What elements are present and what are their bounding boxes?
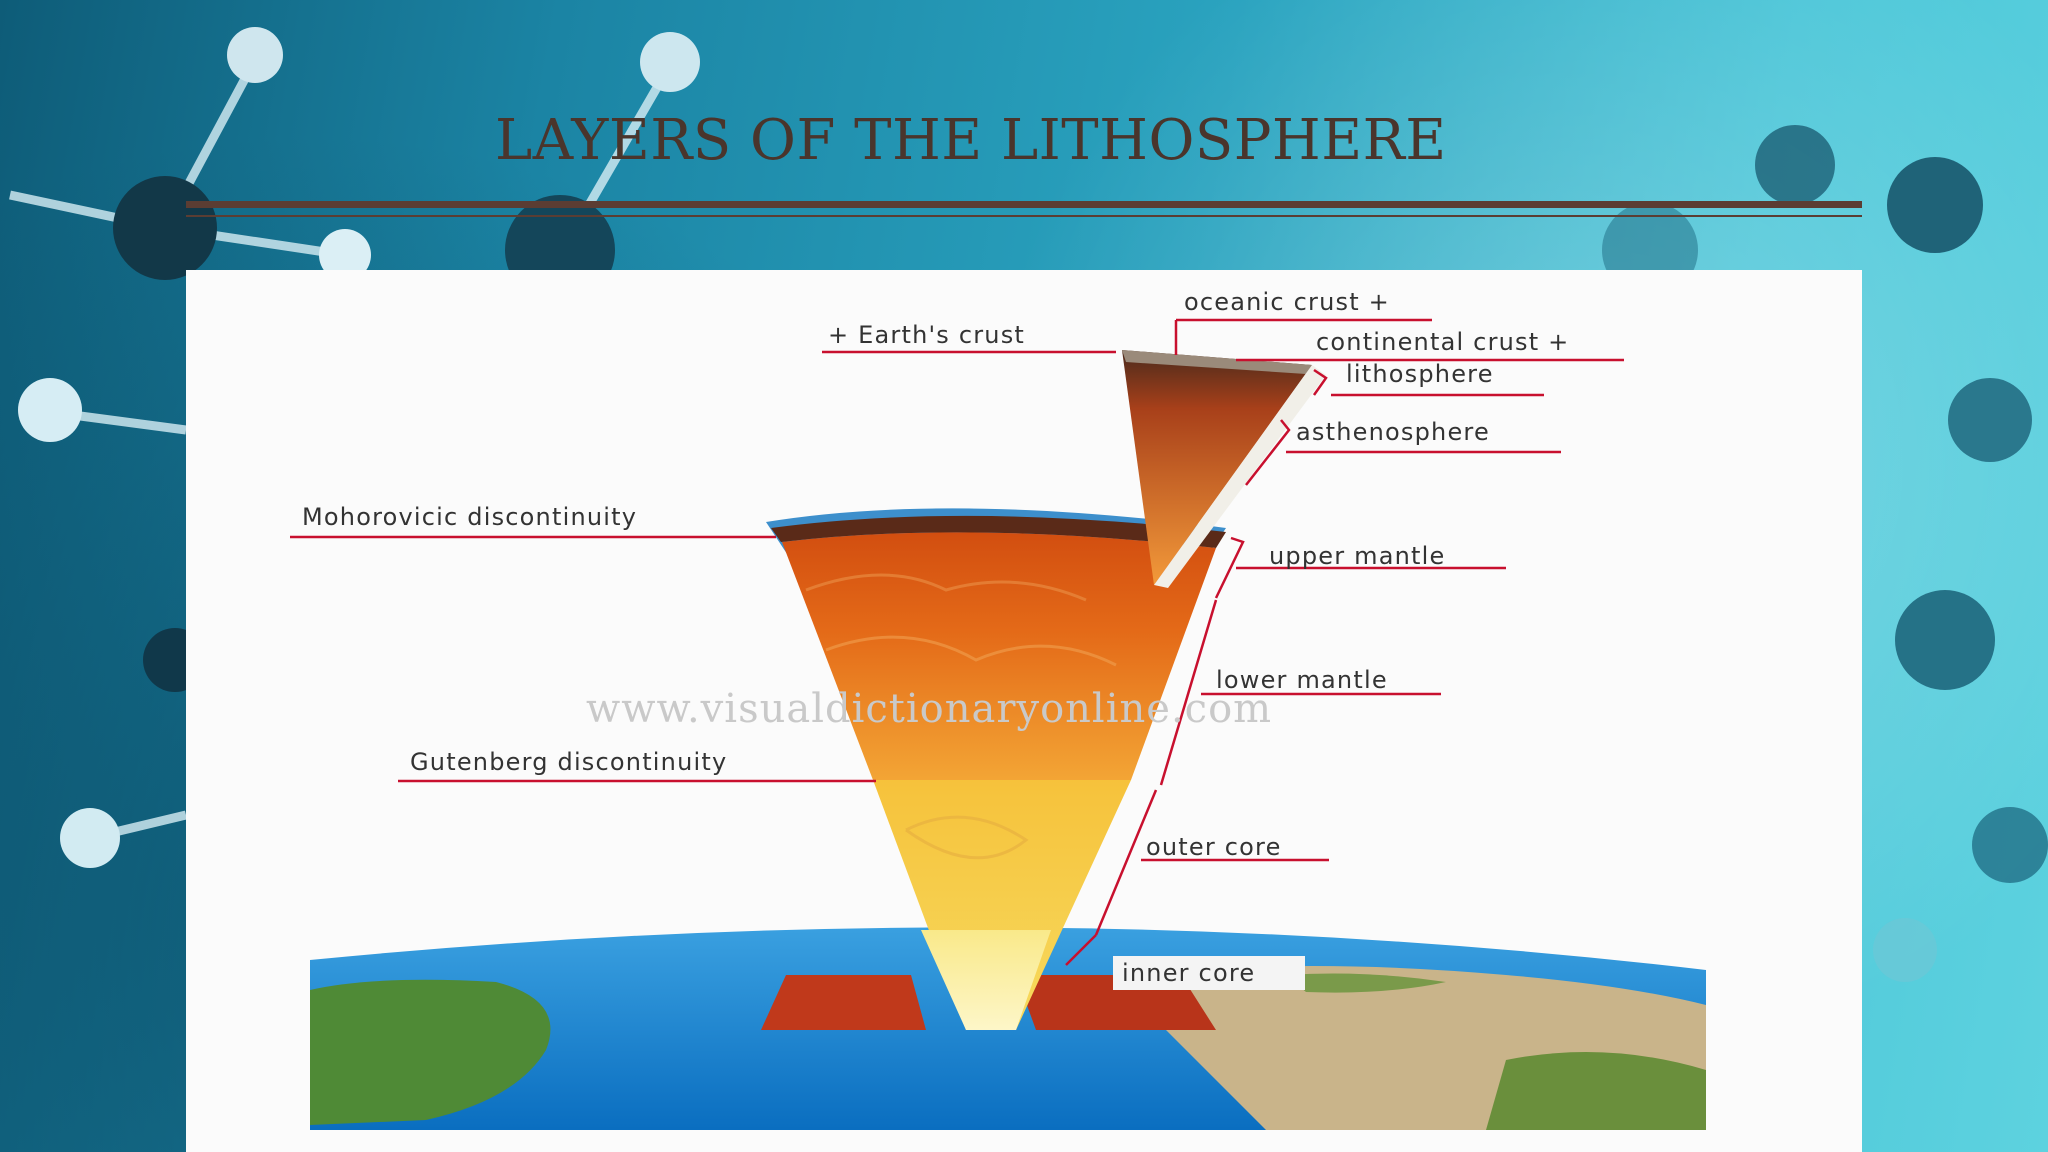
watermark-text: www.visualdictionaryonline.com <box>586 686 1272 732</box>
label-gutenberg-discontinuity: Gutenberg discontinuity <box>410 748 727 776</box>
title-rule-thin <box>186 215 1862 217</box>
label-lithosphere: lithosphere <box>1346 360 1494 388</box>
label-upper-mantle: upper mantle <box>1269 542 1445 570</box>
leader-lines <box>290 318 1624 966</box>
inner-core-label-box <box>1113 956 1305 990</box>
label-lower-mantle: lower mantle <box>1216 666 1388 694</box>
label-inner-core: inner core <box>1122 959 1255 987</box>
surface-cutaway <box>761 975 926 1030</box>
title-rule <box>186 201 1862 208</box>
diagram-panel: www.visualdictionaryonline.com + Earth's… <box>186 270 1862 1152</box>
slide-title: LAYERS OF THE LITHOSPHERE <box>495 108 1447 173</box>
label-mohorovicic-discontinuity: Mohorovicic discontinuity <box>302 503 637 531</box>
earth-layers-diagram: www.visualdictionaryonline.com + Earth's… <box>290 288 1706 1130</box>
label-asthenosphere: asthenosphere <box>1296 418 1490 446</box>
label-outer-core: outer core <box>1146 833 1282 861</box>
label-earths-crust: + Earth's crust <box>828 321 1025 349</box>
earth-globe <box>310 927 1706 1130</box>
label-continental-crust: continental crust + <box>1316 328 1570 356</box>
label-oceanic-crust: oceanic crust + <box>1184 288 1390 316</box>
earth-wedge <box>766 508 1226 1030</box>
